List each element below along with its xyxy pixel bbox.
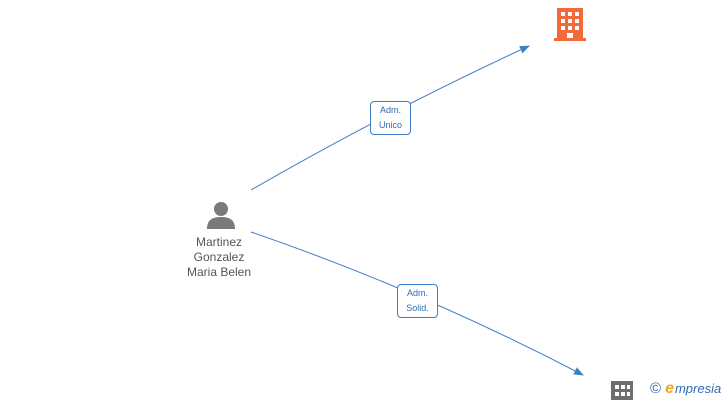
building-icon[interactable] — [611, 381, 633, 400]
person-name[interactable]: Martinez Gonzalez Maria Belen — [174, 235, 264, 280]
relation-label-adm-solid: Adm. Solid. — [397, 284, 438, 318]
building-icon[interactable] — [554, 8, 586, 41]
person-name-line: Gonzalez — [193, 250, 245, 264]
person-name-line: Maria Belen — [186, 265, 252, 279]
relation-label-line: Solid. — [406, 303, 429, 313]
person-icon[interactable] — [207, 202, 235, 229]
brand-name: mpresia — [674, 381, 722, 396]
copyright-symbol: © — [650, 380, 662, 397]
person-name-line: Martinez — [195, 235, 242, 249]
brand-initial: e — [665, 380, 674, 397]
empresia-watermark: © e mpresia — [650, 380, 721, 398]
relation-label-line: Adm. — [379, 105, 401, 115]
relation-label-adm-unico: Adm. Unico — [370, 101, 411, 135]
relation-label-line: Unico — [378, 120, 402, 130]
relation-label-line: Adm. — [406, 288, 428, 298]
